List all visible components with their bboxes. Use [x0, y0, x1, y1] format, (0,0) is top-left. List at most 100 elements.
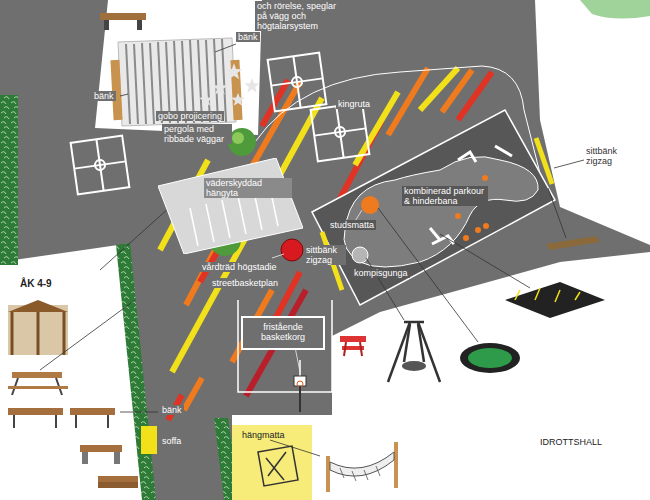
left-panel-pictures-part [70, 408, 115, 415]
parkour-area [312, 110, 555, 305]
left-panel-pictures-part-part [107, 415, 109, 428]
kingruta-squares-part [71, 136, 130, 195]
top-panel-pictures-part-part [126, 44, 130, 124]
map-label: kombinerad parkour & hinderbana [402, 186, 488, 206]
top-panel-pictures-part [110, 60, 122, 120]
parkour-area-part-part [455, 213, 461, 219]
hoop-icon [294, 376, 306, 412]
gobo-stars-part [226, 63, 243, 79]
map-label: studsmatta [328, 220, 376, 230]
white-areas-part [232, 415, 650, 500]
pergola-roof [158, 158, 303, 254]
left-panel-pictures-part [8, 305, 68, 355]
gobo-stars-part [231, 93, 245, 106]
right-pictures-part [360, 342, 362, 356]
right-pictures-part-part [418, 324, 424, 362]
right-pictures-part-part [352, 471, 356, 481]
area-label: fristående basketkorg [246, 322, 320, 342]
hedges-part [116, 243, 156, 500]
map-label: vårdträd högstadie [200, 262, 279, 272]
gobo-stars-part [199, 93, 213, 106]
map-label: ÅK 4-9 [18, 278, 54, 290]
court-box: fristående basketkorg [241, 316, 325, 350]
gobo-stars-part [244, 78, 259, 93]
right-pictures-part [460, 343, 520, 373]
leader-lines-part [120, 94, 128, 96]
map-label: streetbasketplan [210, 278, 280, 288]
leader-lines [40, 44, 584, 456]
map-label: kingruta [336, 99, 372, 109]
left-panel-pictures-part [114, 452, 120, 464]
right-pictures-part-part [364, 470, 368, 480]
top-panel-pictures-part [118, 38, 236, 126]
kingruta-squares-part [268, 53, 327, 112]
left-panel-pictures-part-part [63, 312, 66, 355]
white-areas-part [580, 0, 650, 19]
right-pictures-part-part [515, 290, 520, 300]
left-panel-pictures-part-part [11, 312, 14, 355]
right-pictures-part-part [404, 321, 424, 324]
pergola-rib [238, 196, 246, 234]
left-panel-pictures [8, 300, 138, 488]
top-panel-pictures-part [126, 39, 226, 124]
painted-stripes-part [458, 72, 492, 120]
right-pictures [328, 236, 605, 492]
bottom-left-marks-part-part [268, 452, 286, 476]
leader-lines-part [270, 440, 320, 456]
leader-lines-part [272, 254, 284, 258]
hedges-part [0, 95, 18, 265]
map-label: soffa [160, 436, 183, 446]
right-pictures-part-part [376, 466, 380, 476]
left-panel-pictures-part [98, 482, 138, 488]
right-pictures-part-part [575, 292, 580, 300]
top-panel-pictures-part [104, 20, 109, 30]
bottom-left-marks-part-part [258, 446, 298, 486]
right-pictures-part [546, 236, 600, 250]
top-panel-pictures-part-part [222, 39, 226, 122]
right-pictures-part [326, 456, 330, 492]
right-pictures-part-part [418, 322, 440, 382]
leader-lines-part [548, 188, 566, 238]
trees-part [228, 128, 256, 156]
pergola-rib [206, 204, 214, 242]
map-label: bänk [160, 405, 184, 415]
parkour-area-part [361, 196, 379, 214]
gobo-stars-part [212, 80, 227, 95]
right-pictures-part-part [555, 290, 560, 302]
leader-lines-part [554, 160, 584, 168]
right-pictures-part-part [404, 324, 410, 362]
painted-stripes-part [184, 378, 202, 410]
right-pictures-part [340, 336, 366, 342]
top-panel-pictures-part-part [142, 43, 146, 124]
hedges [0, 95, 240, 500]
white-areas-part [95, 0, 262, 135]
parkour-area-part-part [482, 175, 488, 181]
left-panel-pictures-part-part [55, 415, 57, 428]
left-panel-pictures-part [14, 415, 108, 428]
right-pictures-part-part [340, 468, 344, 478]
pergola-outline [158, 158, 303, 254]
right-pictures-part [394, 442, 398, 488]
right-pictures-part [388, 322, 440, 382]
white-areas-part [535, 0, 650, 245]
map-label: bänk [92, 91, 116, 101]
painted-stripes-part [250, 82, 300, 170]
leader-lines-part [40, 300, 135, 370]
bottom-left-marks [141, 425, 312, 500]
bottom-left-marks-part [141, 426, 157, 454]
left-panel-pictures-part [8, 300, 68, 312]
map-label: pergola med ribbade väggar [162, 124, 232, 144]
left-panel-pictures-part [80, 445, 122, 452]
parkour-area-part [536, 138, 552, 184]
right-pictures-part [468, 348, 512, 368]
left-panel-pictures-part [12, 372, 62, 378]
right-pictures-part [505, 282, 605, 318]
map-label: och rörelse, speglar på vägg och högtala… [255, 1, 347, 31]
pergola-area: väderskyddad hängyta [158, 158, 303, 254]
top-panel-pictures-part-part [134, 44, 138, 124]
parkour-area-part-part [483, 223, 489, 229]
left-panel-pictures-part-part [75, 415, 77, 428]
